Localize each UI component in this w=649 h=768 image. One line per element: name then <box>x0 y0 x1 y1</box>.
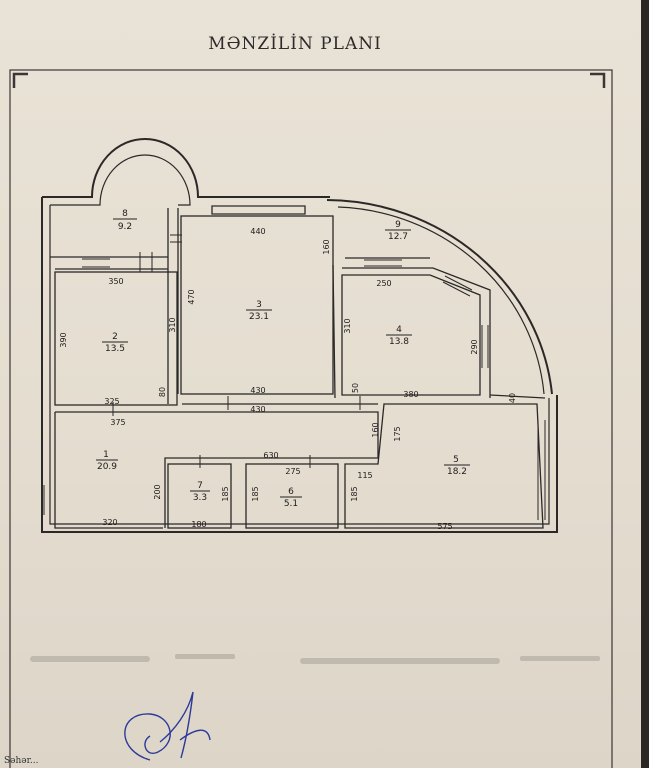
room-1-label: 1 20.9 <box>96 450 118 472</box>
dimension-label: 200 <box>153 484 162 499</box>
dimension-label: 160 <box>322 239 331 254</box>
room-number: 2 <box>112 332 118 342</box>
page-frame <box>9 69 613 768</box>
room-area: 9.2 <box>118 222 132 232</box>
dimension-label: 320 <box>102 518 117 527</box>
room-9-label: 9 12.7 <box>385 220 411 242</box>
room-6-label: 6 5.1 <box>280 487 302 509</box>
dimension-label: 350 <box>108 277 123 286</box>
footer-text: Səhər... <box>4 756 39 766</box>
room-area: 20.9 <box>97 462 117 472</box>
dimension-label: 380 <box>403 390 418 399</box>
room-number: 6 <box>288 487 294 497</box>
page-title: MƏNZİLİN PLANI <box>208 34 382 54</box>
dimension-label: 185 <box>350 486 359 501</box>
room-8-label: 8 9.2 <box>113 209 137 232</box>
outer-walls <box>41 138 558 533</box>
room-area: 23.1 <box>249 312 269 322</box>
dimension-label: 250 <box>376 279 391 288</box>
room-number: 8 <box>122 209 128 219</box>
dimension-label: 430 <box>250 386 265 395</box>
room-area: 3.3 <box>193 493 207 503</box>
dimension-label: 185 <box>221 486 230 501</box>
dimension-label: 325 <box>104 397 119 406</box>
room-area: 5.1 <box>284 499 298 509</box>
dimension-label: 50 <box>351 383 360 393</box>
dimension-label: 575 <box>437 522 452 531</box>
erased-band <box>30 654 600 664</box>
room-area: 18.2 <box>447 467 467 477</box>
dimension-label: 310 <box>168 317 177 332</box>
room-number: 3 <box>256 300 262 310</box>
room-number: 9 <box>395 220 401 230</box>
room-4-label: 4 13.8 <box>386 325 412 347</box>
room-area: 13.8 <box>389 337 409 347</box>
dimension-label: 440 <box>250 227 265 236</box>
dimension-label: 175 <box>393 426 402 441</box>
room-number: 5 <box>453 455 459 465</box>
dimension-label: 310 <box>343 318 352 333</box>
room-2-label: 2 13.5 <box>102 332 128 354</box>
dimension-label: 430 <box>250 405 265 414</box>
room-number: 4 <box>396 325 402 335</box>
dimension-label: 40 <box>508 393 517 403</box>
room-area: 13.5 <box>105 344 125 354</box>
dimension-label: 630 <box>263 451 278 460</box>
dimension-label: 160 <box>371 422 380 437</box>
dimension-label: 375 <box>110 418 125 427</box>
room-number: 1 <box>103 450 109 460</box>
dimension-label: 470 <box>187 289 196 304</box>
signature <box>124 691 211 761</box>
room-number: 7 <box>197 481 203 491</box>
dimension-label: 115 <box>357 471 372 480</box>
dimension-label: 185 <box>251 486 260 501</box>
dimension-labels: 440 160 350 470 310 390 250 310 290 80 3… <box>59 227 517 531</box>
windows <box>43 234 546 520</box>
room-area: 12.7 <box>388 232 408 242</box>
dimension-label: 390 <box>59 332 68 347</box>
room-labels: 1 20.9 2 13.5 3 23.1 4 13.8 5 18.2 6 5.1 <box>96 209 470 509</box>
dimension-label: 180 <box>191 520 206 529</box>
dimension-label: 80 <box>158 387 167 397</box>
dimension-label: 275 <box>285 467 300 476</box>
room-5-label: 5 18.2 <box>444 455 470 477</box>
room-7-label: 7 3.3 <box>190 481 210 503</box>
room-3-label: 3 23.1 <box>246 300 272 322</box>
interior-walls <box>50 205 546 529</box>
dimension-label: 290 <box>470 339 479 354</box>
